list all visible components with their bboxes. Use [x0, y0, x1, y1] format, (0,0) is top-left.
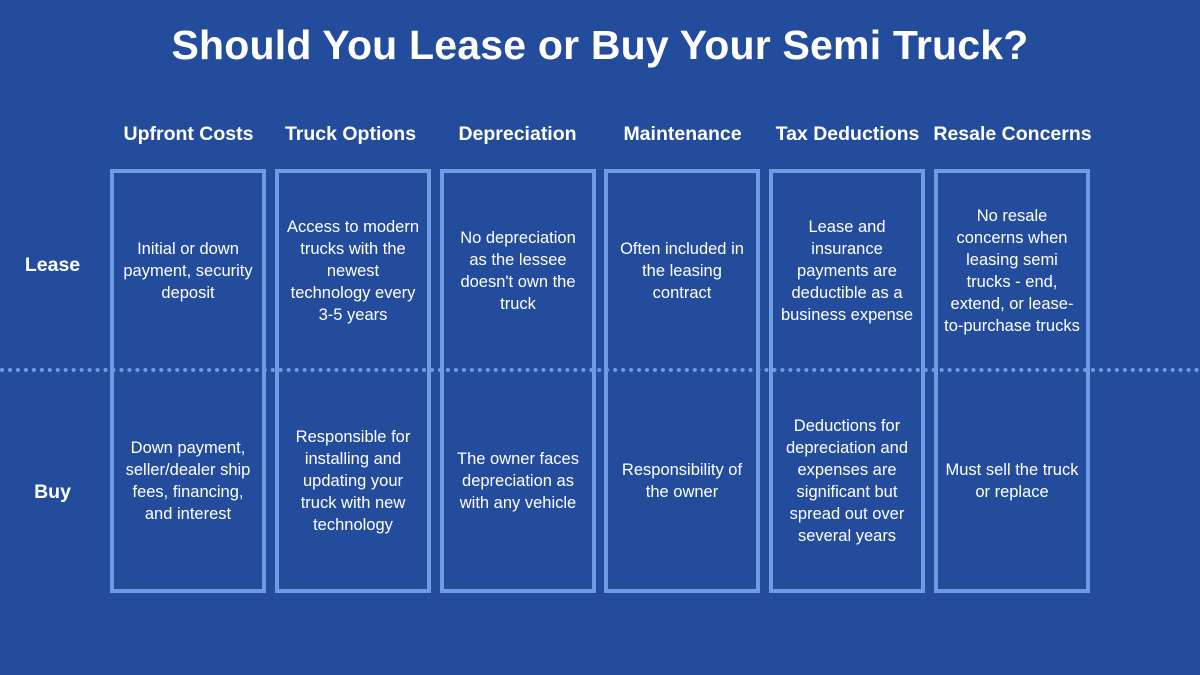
- lease-buy-divider: [0, 368, 1200, 372]
- cell-buy-depreciation: The owner faces depreciation as with any…: [457, 449, 579, 512]
- page-title: Should You Lease or Buy Your Semi Truck?: [171, 22, 1029, 68]
- cell-lease-depreciation: No depreciation as the lessee doesn't ow…: [460, 228, 576, 313]
- row-label-lease: Lease: [24, 254, 81, 276]
- cell-lease-upfront-costs: Initial or down payment, security deposi…: [123, 239, 253, 302]
- column-header-depreciation: Depreciation: [458, 122, 577, 145]
- column-header-tax-deductions: Tax Deductions: [775, 122, 920, 145]
- column-box-maintenance: Often included in the leasing contract R…: [604, 169, 760, 593]
- cell-buy-truck-options: Responsible for installing and updating …: [295, 427, 411, 534]
- column-header-truck-options: Truck Options: [284, 122, 417, 145]
- cell-buy-maintenance: Responsibility of the owner: [621, 460, 743, 501]
- row-label-buy: Buy: [34, 481, 71, 503]
- cell-buy-upfront-costs: Down payment, seller/dealer ship fees, f…: [125, 438, 251, 523]
- cell-lease-resale-concerns: No resale concerns when leasing semi tru…: [944, 206, 1080, 335]
- cell-lease-tax-deductions: Lease and insurance payments are deducti…: [780, 217, 914, 324]
- column-box-tax-deductions: Lease and insurance payments are deducti…: [769, 169, 925, 593]
- column-box-depreciation: No depreciation as the lessee doesn't ow…: [440, 169, 596, 593]
- column-header-upfront-costs: Upfront Costs: [123, 122, 254, 145]
- column-header-maintenance: Maintenance: [623, 122, 742, 145]
- column-box-truck-options: Access to modern trucks with the newest …: [275, 169, 431, 593]
- column-header-resale-concerns: Resale Concerns: [933, 122, 1092, 145]
- column-box-upfront-costs: Initial or down payment, security deposi…: [110, 169, 266, 593]
- column-box-resale-concerns: No resale concerns when leasing semi tru…: [934, 169, 1090, 593]
- cell-lease-truck-options: Access to modern trucks with the newest …: [286, 217, 420, 324]
- cell-buy-tax-deductions: Deductions for depreciation and expenses…: [785, 416, 908, 545]
- cell-lease-maintenance: Often included in the leasing contract: [620, 239, 744, 302]
- cell-buy-resale-concerns: Must sell the truck or replace: [945, 460, 1079, 501]
